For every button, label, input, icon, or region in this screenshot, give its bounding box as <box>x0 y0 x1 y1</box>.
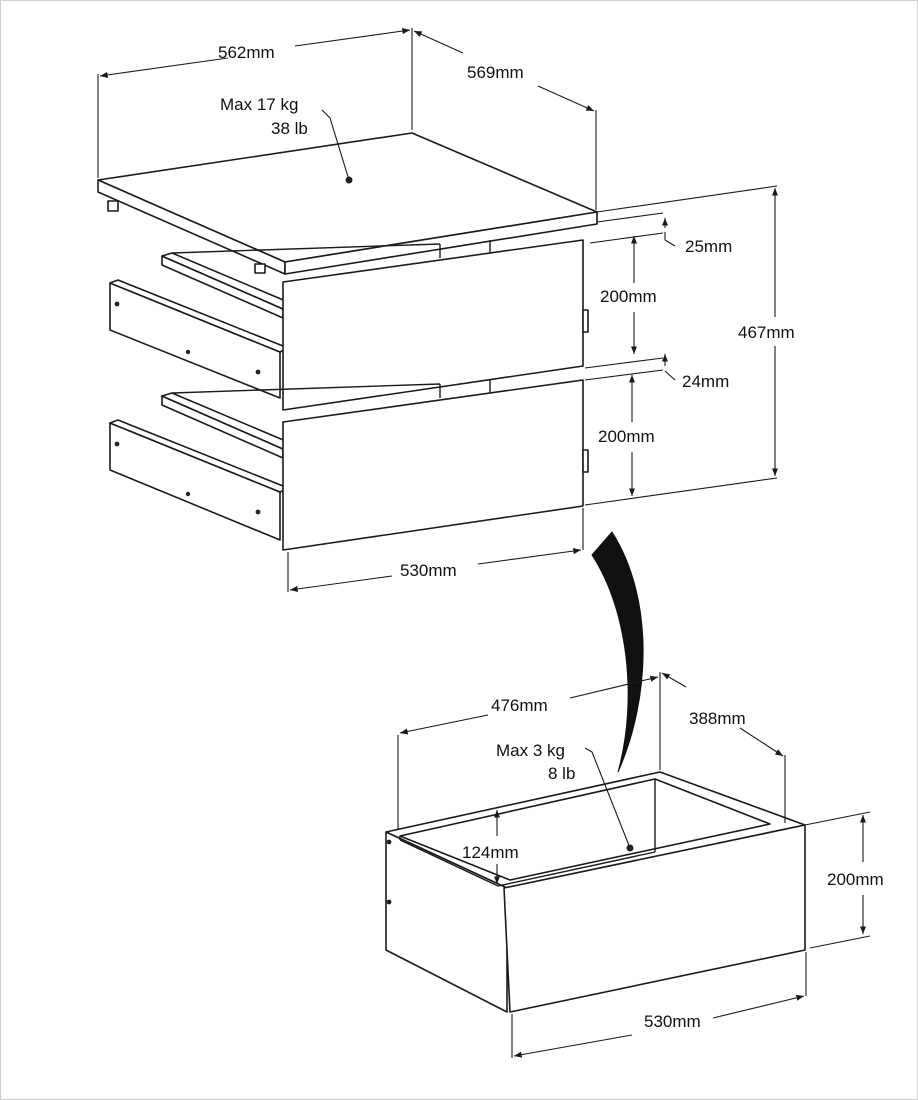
top-panel <box>97 109 598 275</box>
upper-drawer <box>109 239 589 411</box>
single-drawer <box>385 672 871 1058</box>
lower-drawer-height-label: 200mm <box>598 427 655 446</box>
top-thickness-label: 25mm <box>685 237 732 256</box>
chest-front-width-label: 530mm <box>400 561 457 580</box>
drawer-inner-height-label: 124mm <box>462 843 519 862</box>
chest-depth-label: 569mm <box>467 63 524 82</box>
upper-drawer-height-label: 200mm <box>600 287 657 306</box>
drawer-load-lb-label: 8 lb <box>548 764 575 783</box>
drawer-inner-width-label: 476mm <box>491 696 548 715</box>
gap-label: 24mm <box>682 372 729 391</box>
curved-arrow <box>591 531 644 773</box>
chest-dimension-lines <box>97 28 779 593</box>
chest-width-label: 562mm <box>218 43 275 62</box>
chest-assembly <box>97 28 779 593</box>
load-leader-line <box>321 109 350 181</box>
total-height-label: 467mm <box>738 323 795 342</box>
lower-drawer <box>109 379 589 551</box>
drawer-inner-depth-label: 388mm <box>689 709 746 728</box>
chest-load-lb-label: 38 lb <box>271 119 308 138</box>
drawer-height-label: 200mm <box>827 870 884 889</box>
chest-load-kg-label: Max 17 kg <box>220 95 298 114</box>
drawer-front-width-label: 530mm <box>644 1012 701 1031</box>
drawer-load-kg-label: Max 3 kg <box>496 741 565 760</box>
